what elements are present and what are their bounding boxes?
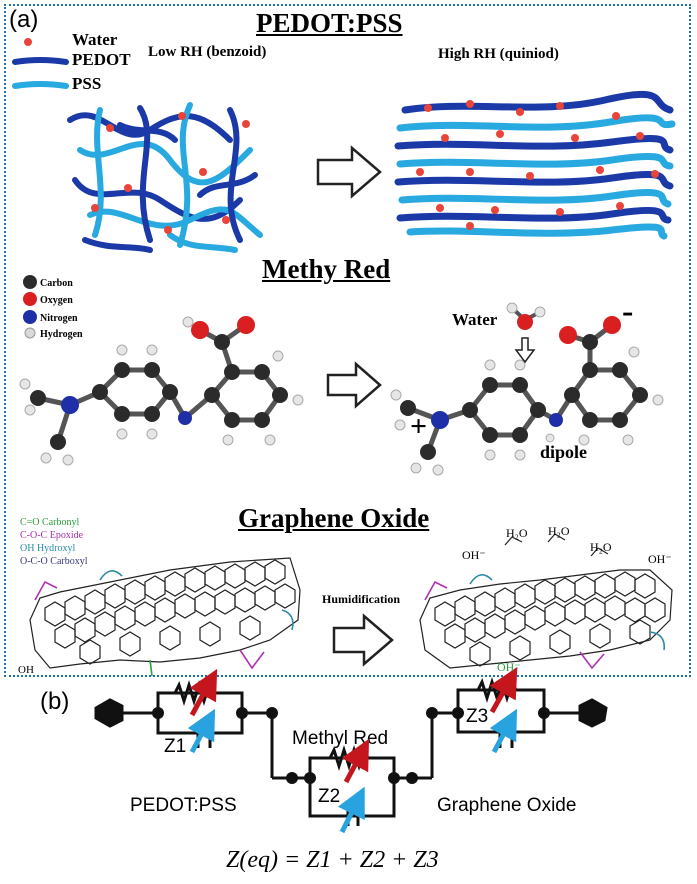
methyl-red-molecule-right xyxy=(390,302,664,476)
legend-pss-label: PSS xyxy=(72,74,102,93)
low-rh-label: Low RH (benzoid) xyxy=(148,44,267,60)
legend-carbonyl-label: C=O Carbonyl xyxy=(20,517,80,528)
h2o-label-3: H₂O xyxy=(590,540,612,554)
graphene-water-molecules xyxy=(504,533,609,557)
pedot-transition-arrow xyxy=(316,145,382,199)
graphene-oxide-title: Graphene Oxide xyxy=(238,503,430,533)
high-rh-chains xyxy=(394,90,676,240)
plus-sign: + xyxy=(410,410,428,443)
legend-hydrogen-atom xyxy=(24,327,36,339)
left-terminal xyxy=(94,698,124,728)
legend-water-label: Water xyxy=(72,30,118,49)
legend-nitrogen-atom xyxy=(23,310,37,324)
legend-oxygen-atom xyxy=(23,292,37,306)
graphene-oxide-sheet-left xyxy=(29,557,301,677)
water-molecule-oxygen xyxy=(517,314,533,330)
z1-label: Z1 xyxy=(164,736,187,757)
pedot-component-label: PEDOT:PSS xyxy=(130,795,237,816)
legend-carbon-label: Carbon xyxy=(40,278,73,289)
panel-a-frame xyxy=(4,4,691,677)
legend-water-swatch xyxy=(24,38,32,46)
h2o-label-2: H₂O xyxy=(548,524,570,538)
panel-b-tag: (b) xyxy=(40,688,70,715)
oh-minus-label-1: OH⁻ xyxy=(462,548,486,562)
legend-hydroxyl-label: OH Hydroxyl xyxy=(20,543,76,554)
minus-sign: - xyxy=(622,293,634,330)
graphene-oxide-component-label: Graphene Oxide xyxy=(437,795,577,816)
pedot-title: PEDOT:PSS xyxy=(256,8,403,38)
equivalent-circuit xyxy=(94,676,608,826)
legend-oxygen-label: Oxygen xyxy=(40,295,73,306)
z2-label: Z2 xyxy=(318,786,341,807)
oh-label-left: OH xyxy=(18,664,34,676)
oh-minus-label-2: OH⁻ xyxy=(648,552,672,566)
graphene-transition-arrow xyxy=(332,613,394,667)
low-rh-water xyxy=(91,112,250,234)
high-rh-label: High RH (quiniod) xyxy=(438,46,559,62)
panel-a-tag: (a) xyxy=(9,6,39,33)
right-terminal xyxy=(578,698,608,728)
legend-nitrogen-label: Nitrogen xyxy=(40,313,78,324)
methyl-red-transition-arrow xyxy=(326,361,382,409)
h2o-label-1: H₂O xyxy=(506,526,528,540)
legend-epoxide-label: C-O-C Epoxide xyxy=(20,530,84,541)
legend-carbon-atom xyxy=(23,275,37,289)
graphene-oxide-sheet-right xyxy=(419,569,673,670)
legend-hydrogen-label: Hydrogen xyxy=(40,329,83,340)
oh-minus-label-3: OH⁻ xyxy=(497,660,521,674)
high-rh-water xyxy=(416,100,659,230)
circuit-arrows xyxy=(187,666,518,834)
water-label: Water xyxy=(452,310,498,329)
methyl-red-title: Methy Red xyxy=(262,254,391,284)
low-rh-network xyxy=(67,102,263,253)
dipole-label: dipole xyxy=(540,442,588,462)
legend-pedot-label: PEDOT xyxy=(72,50,131,69)
legend-carboxyl-label: O-C-O Carboxyl xyxy=(20,556,88,567)
water-down-arrow xyxy=(514,337,536,364)
equivalent-impedance-equation: Z(eq) = Z1 + Z2 + Z3 xyxy=(226,847,439,873)
legend-pedot-swatch xyxy=(12,57,69,65)
humidification-label: Humidification xyxy=(322,592,401,606)
legend-pss-swatch xyxy=(12,81,69,89)
z3-label: Z3 xyxy=(466,706,489,727)
methyl-red-molecule-left xyxy=(19,316,304,466)
circuit-nodes xyxy=(152,707,550,784)
